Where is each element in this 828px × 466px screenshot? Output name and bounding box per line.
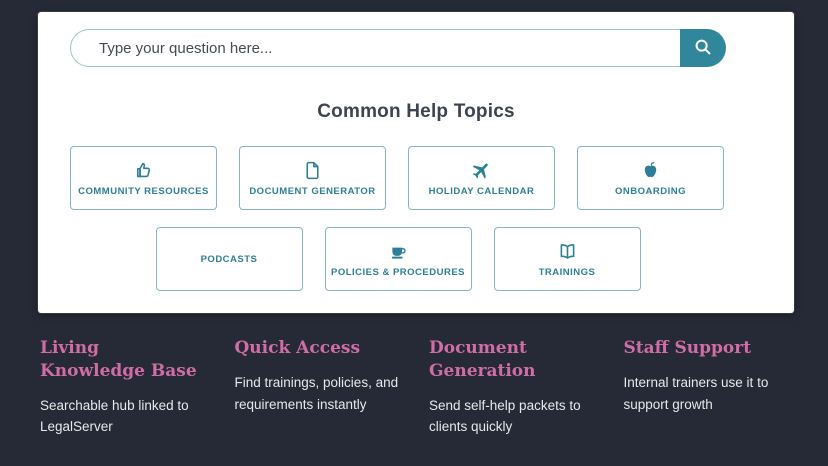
feature-columns: Living Knowledge Base Searchable hub lin…	[40, 337, 792, 438]
topic-label: DOCUMENT GENERATOR	[249, 185, 376, 197]
apple-icon	[640, 160, 661, 181]
topics-row-2: PODCASTS POLICIES & PROCEDURES	[70, 227, 726, 291]
document-icon	[302, 160, 323, 181]
thumbs-up-icon	[133, 160, 154, 181]
topics-row-1: COMMUNITY RESOURCES DOCUMENT GENERATOR	[70, 146, 726, 210]
topic-label: POLICIES & PROCEDURES	[330, 266, 466, 278]
open-book-icon	[557, 241, 578, 262]
topic-label: TRAININGS	[538, 266, 596, 278]
topic-card-community-resources[interactable]: COMMUNITY RESOURCES	[70, 146, 217, 210]
common-help-topics-title: Common Help Topics	[317, 101, 515, 122]
feature-living-knowledge-base: Living Knowledge Base Searchable hub lin…	[40, 337, 209, 438]
topic-card-policies-procedures[interactable]: POLICIES & PROCEDURES	[324, 227, 472, 291]
topic-card-podcasts[interactable]: PODCASTS	[155, 227, 303, 291]
coffee-cup-icon	[388, 241, 409, 262]
topic-label: COMMUNITY RESOURCES	[78, 185, 209, 197]
feature-description: Searchable hub linked to LegalServer	[40, 397, 189, 435]
feature-staff-support: Staff Support Internal trainers use it t…	[624, 337, 793, 438]
feature-title: Staff Support	[623, 338, 752, 358]
feature-title: Quick Access	[234, 338, 361, 358]
feature-quick-access: Quick Access Find trainings, policies, a…	[235, 337, 404, 438]
topic-card-trainings[interactable]: TRAININGS	[493, 227, 641, 291]
topic-card-holiday-calendar[interactable]: HOLIDAY CALENDAR	[408, 146, 555, 210]
search-bar	[70, 29, 726, 67]
feature-description: Send self-help packets to clients quickl…	[429, 397, 581, 435]
topic-label: PODCASTS	[200, 253, 258, 265]
feature-description: Find trainings, policies, and requiremen…	[234, 374, 399, 412]
topic-card-document-generator[interactable]: DOCUMENT GENERATOR	[239, 146, 386, 210]
search-button[interactable]	[680, 29, 726, 67]
feature-document-generation: Document Generation Send self-help packe…	[429, 337, 598, 438]
topic-label: ONBOARDING	[615, 185, 686, 197]
topics-grid: COMMUNITY RESOURCES DOCUMENT GENERATOR	[70, 146, 726, 291]
feature-title: Living Knowledge Base	[40, 338, 197, 381]
airplane-icon	[471, 160, 492, 181]
feature-description: Internal trainers use it to support grow…	[623, 374, 769, 412]
help-card: Common Help Topics COMMUNITY RESOURCES	[38, 12, 794, 313]
topic-card-onboarding[interactable]: ONBOARDING	[577, 146, 724, 210]
topic-label: HOLIDAY CALENDAR	[428, 185, 535, 197]
search-input[interactable]	[70, 29, 680, 67]
feature-title: Document Generation	[429, 338, 536, 381]
search-icon	[692, 36, 714, 61]
